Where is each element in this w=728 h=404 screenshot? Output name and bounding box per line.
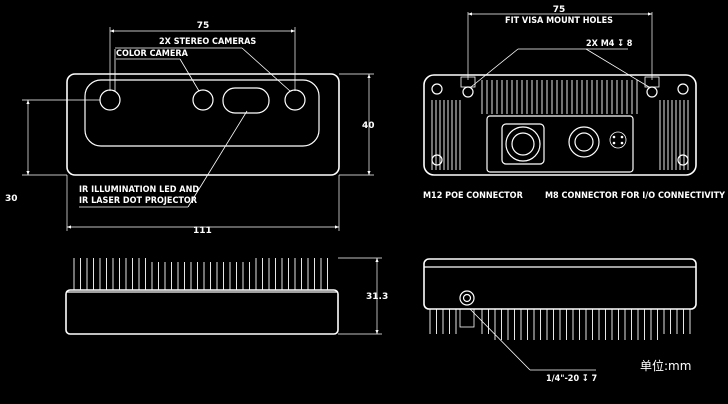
label-tripod-mount: 1/4"-20 ↧ 7	[546, 374, 597, 384]
side-body	[65, 289, 339, 335]
label-stereo-cameras: 2X STEREO CAMERAS	[159, 37, 256, 47]
unit-label: 单位:mm	[640, 358, 691, 373]
dim-30: 30	[5, 194, 18, 204]
corner-hole-tl	[431, 83, 443, 95]
label-m12-connector: M12 POE CONNECTOR	[423, 191, 524, 201]
label-m4-holes: 2X M4 ↧ 8	[586, 39, 633, 49]
back-fin-zone	[431, 80, 689, 170]
side-fins	[73, 258, 328, 290]
bottom-view: 1/4"-20 ↧ 7	[423, 258, 697, 384]
back-outer-body	[423, 74, 697, 176]
dim-31-3: 31.3	[366, 292, 388, 302]
front-view: 75 2X STEREO CAMERAS COLOR CAMERA IR ILL…	[5, 21, 375, 236]
m8-connector	[568, 126, 627, 158]
m12-connector	[501, 123, 545, 165]
dim-75-front: 75	[197, 21, 210, 31]
corner-hole-tr	[677, 83, 689, 95]
right-stereo-camera	[284, 89, 306, 111]
label-vesa-holes: FIT VISA MOUNT HOLES	[505, 16, 613, 26]
color-camera	[192, 89, 214, 111]
left-stereo-camera	[99, 89, 121, 111]
label-ir-line1: IR ILLUMINATION LED AND	[79, 185, 199, 195]
corner-hole-bl	[431, 154, 443, 166]
label-color-camera: COLOR CAMERA	[116, 49, 189, 59]
back-view: 75 FIT VISA MOUNT HOLES 2X M4 ↧ 8 M12 PO…	[423, 5, 725, 201]
label-ir-line2: IR LASER DOT PROJECTOR	[79, 196, 198, 206]
vesa-hole-left	[462, 86, 474, 98]
front-inner-panel	[84, 79, 320, 147]
tripod-mount	[459, 290, 475, 306]
label-m8-connector: M8 CONNECTOR FOR I/O CONNECTIVITY	[545, 191, 725, 201]
vesa-hole-right	[646, 86, 658, 98]
dim-111: 111	[193, 226, 212, 236]
corner-hole-br	[677, 154, 689, 166]
dim-40: 40	[362, 121, 375, 131]
ir-projector-window	[222, 87, 270, 114]
side-view: 31.3	[65, 257, 388, 335]
front-outer-body	[66, 73, 340, 176]
back-connector-plate	[486, 115, 634, 173]
dim-75-back: 75	[553, 5, 566, 15]
bottom-fins	[429, 309, 691, 340]
